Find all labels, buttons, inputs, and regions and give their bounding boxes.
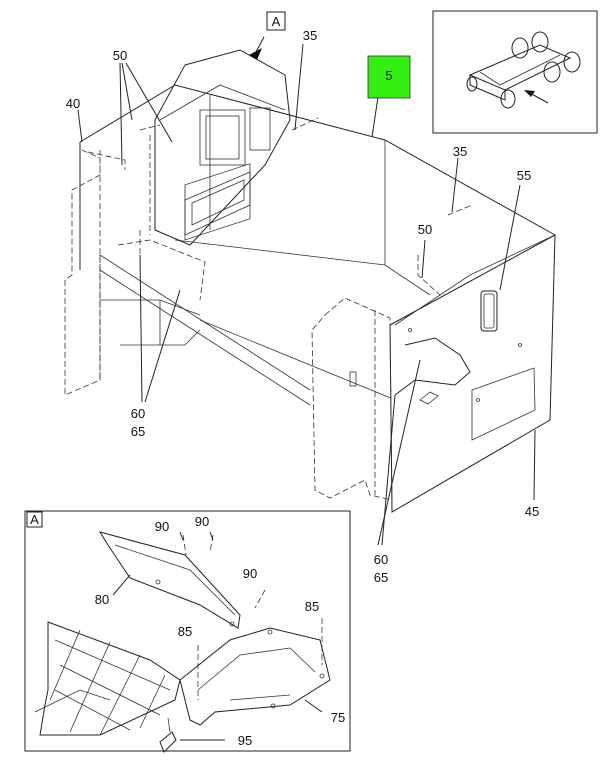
- callout-35-right: 35: [453, 144, 467, 159]
- right-trim-panel: [311, 297, 393, 501]
- callout-5[interactable]: 5: [385, 68, 392, 83]
- callout-90-b: 90: [195, 514, 209, 529]
- callout-60-left: 60: [131, 406, 145, 421]
- right-door-panel: [389, 234, 556, 513]
- callout-85-right: 85: [305, 599, 319, 614]
- callout-75: 75: [331, 710, 345, 725]
- callout-65-left: 65: [131, 424, 145, 439]
- callout-40: 40: [66, 96, 80, 111]
- callout-50-left: 50: [113, 48, 127, 63]
- highlight-callout[interactable]: 5: [367, 55, 411, 99]
- callout-65-right: 65: [374, 570, 388, 585]
- cab-outline: [79, 84, 556, 411]
- callout-80: 80: [95, 592, 109, 607]
- callout-60-right: 60: [374, 552, 388, 567]
- callout-95: 95: [238, 733, 252, 748]
- callout-55: 55: [517, 168, 531, 183]
- callout-labels: 50 40 35 35 55 50 60 65 45 60 65 90 90 9…: [66, 28, 539, 748]
- detail-marker-main: A: [266, 11, 286, 31]
- callout-90-a: 90: [155, 519, 169, 534]
- callout-90-c: 90: [243, 566, 257, 581]
- callout-45: 45: [525, 504, 539, 519]
- detail-marker-main-label: A: [272, 14, 281, 29]
- callout-85-left: 85: [178, 624, 192, 639]
- callout-35-top: 35: [303, 28, 317, 43]
- leader-lines: [77, 36, 536, 546]
- callout-50-right: 50: [418, 222, 432, 237]
- fastener-marks: [87, 117, 473, 301]
- detail-a-inset: A: [24, 510, 351, 753]
- left-trim-panel: [64, 149, 101, 396]
- truck-locator-inset: [432, 10, 598, 134]
- dash-console: [149, 49, 291, 246]
- detail-marker-inset-label: A: [30, 512, 39, 527]
